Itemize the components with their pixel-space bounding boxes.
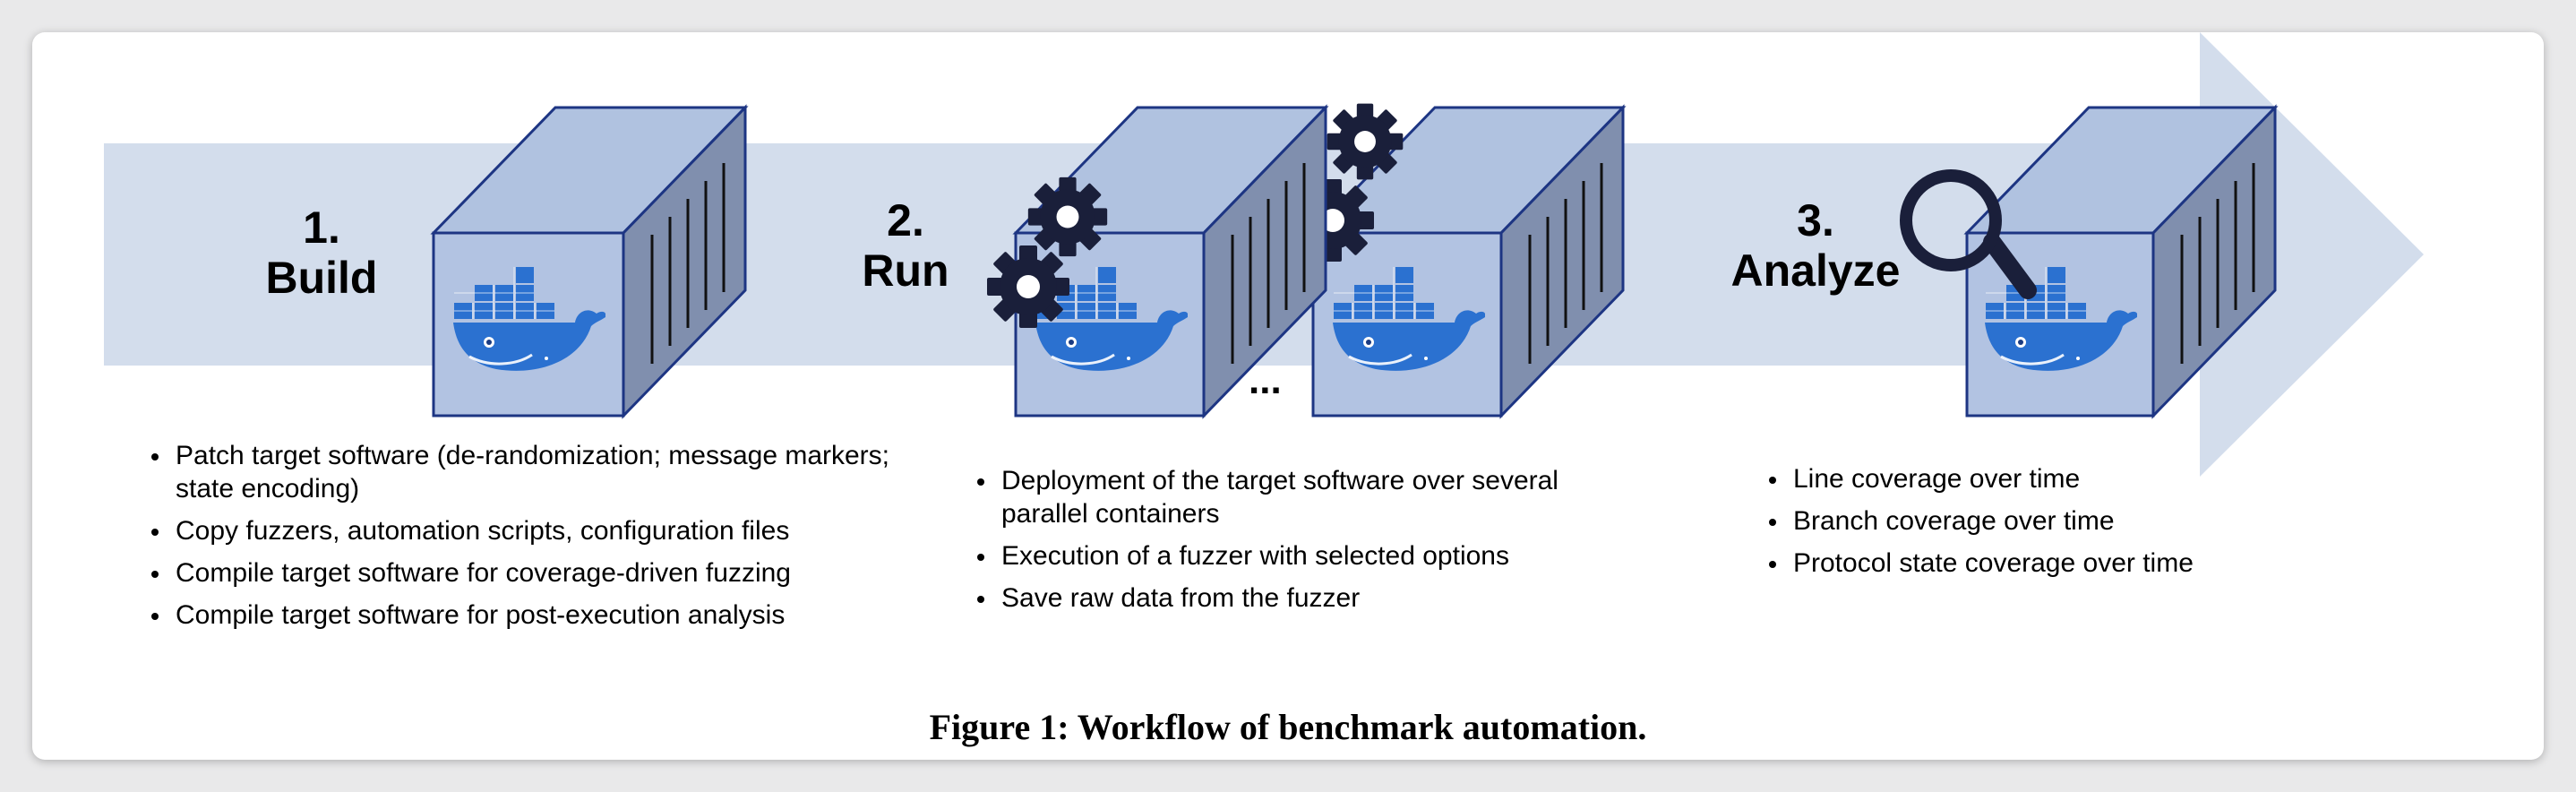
list-item: Save raw data from the fuzzer — [998, 581, 1643, 615]
step-number: 3. — [1797, 195, 1834, 245]
step-number: 1. — [303, 202, 340, 253]
build-container — [430, 104, 749, 419]
step-title: Run — [862, 245, 949, 296]
analyze-bullet-list: Line coverage over time Branch coverage … — [1765, 462, 2417, 589]
list-item: Copy fuzzers, automation scripts, config… — [172, 514, 906, 547]
step-build-heading: 1. Build — [254, 202, 389, 303]
list-item: Patch target software (de-randomization;… — [172, 439, 906, 505]
figure-caption: Figure 1: Workflow of benchmark automati… — [929, 707, 1647, 747]
step-title: Build — [265, 253, 378, 303]
run-container-2 — [1292, 103, 1627, 419]
analyze-container — [1900, 104, 2279, 419]
gear-icon — [1327, 103, 1404, 180]
build-bullet-list: Patch target software (de-randomization;… — [147, 439, 906, 641]
list-item: Deployment of the target software over s… — [998, 464, 1643, 530]
step-run-heading: 2. Run — [849, 195, 962, 296]
list-item: Execution of a fuzzer with selected opti… — [998, 539, 1643, 572]
more-containers-ellipsis: ... — [1249, 358, 1282, 402]
list-item: Compile target software for coverage-dri… — [172, 556, 906, 590]
step-analyze-heading: 3. Analyze — [1718, 195, 1913, 296]
gear-icon — [1027, 176, 1108, 257]
step-number: 2. — [887, 195, 924, 245]
list-item: Line coverage over time — [1790, 462, 2417, 495]
run-container-1 — [987, 104, 1329, 419]
step-title: Analyze — [1730, 245, 1901, 296]
list-item: Protocol state coverage over time — [1790, 547, 2417, 580]
run-bullet-list: Deployment of the target software over s… — [973, 464, 1643, 624]
list-item: Branch coverage over time — [1790, 504, 2417, 538]
gear-icon — [987, 245, 1069, 328]
magnifier-icon — [1900, 169, 2037, 299]
list-item: Compile target software for post-executi… — [172, 598, 906, 632]
